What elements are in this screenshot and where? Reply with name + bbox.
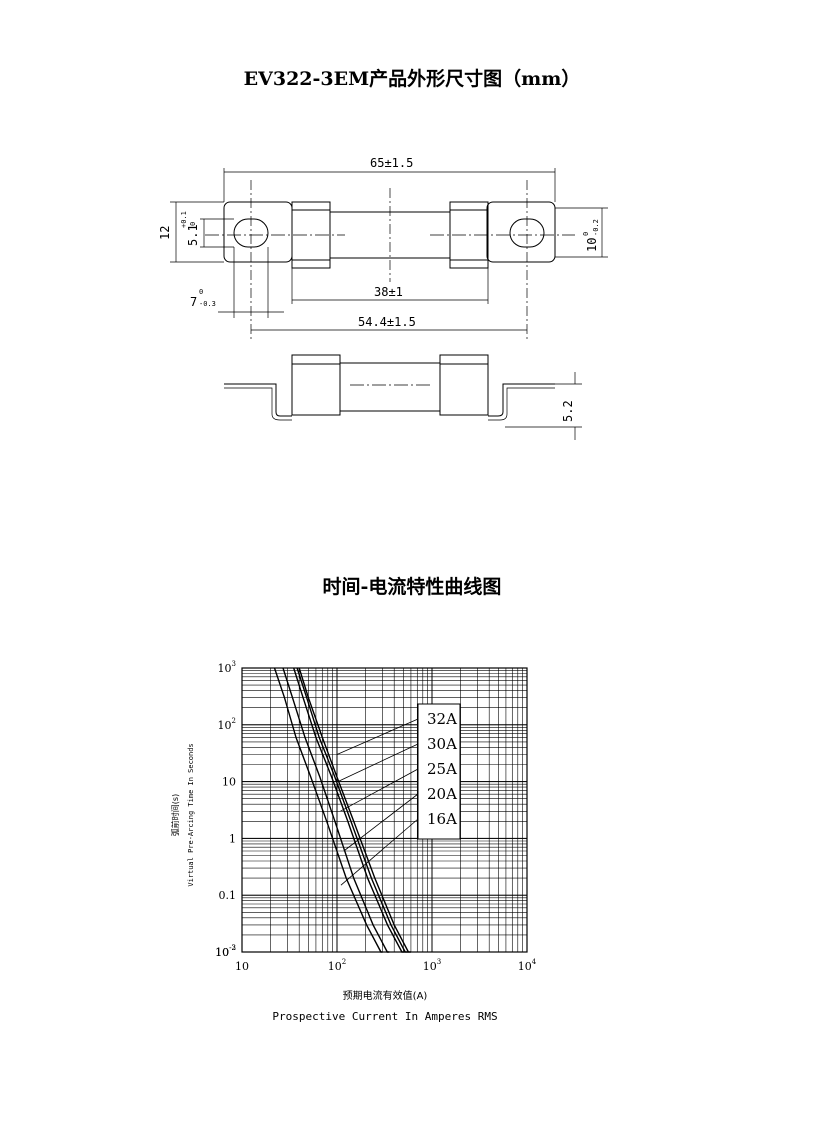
dim-overall: 65±1.5 bbox=[370, 156, 413, 170]
legend-box bbox=[417, 703, 461, 840]
dimension-drawing: 65±1.5 38±1 54.4±1.5 12 5.1 +0.1 0 7 0 -… bbox=[158, 156, 608, 440]
dim-right-tol-bot: -0.2 bbox=[592, 219, 600, 236]
x-tick-label: 104 bbox=[518, 958, 537, 973]
x-tick-exponent: 3 bbox=[437, 958, 441, 966]
chart-legend: 32A 30A 25A 20A 16A bbox=[336, 703, 461, 886]
legend-leader-16A bbox=[340, 818, 419, 886]
y-tick-label: 1 bbox=[229, 832, 236, 845]
x-axis-label-cn: 预期电流有效值(A) bbox=[343, 989, 428, 1002]
legend-leader-30A bbox=[337, 743, 419, 782]
series-25A bbox=[293, 667, 405, 953]
x-tick-exponent: 2 bbox=[342, 958, 346, 966]
dim-right-tol-top: 0 bbox=[582, 232, 590, 236]
y-tick-label: 102 bbox=[218, 717, 236, 732]
y-tick-label: 10-3 bbox=[215, 944, 236, 959]
dim-body: 38±1 bbox=[374, 285, 403, 299]
legend-label-20A: 20A bbox=[427, 785, 457, 803]
y-tick-exponent: -2 bbox=[229, 944, 236, 952]
y-tick-exponent: -3 bbox=[229, 944, 236, 952]
side-view bbox=[224, 354, 582, 440]
x-tick-label: 102 bbox=[328, 958, 346, 973]
dim-pitch: 54.4±1.5 bbox=[358, 315, 416, 329]
series-30A bbox=[296, 667, 408, 953]
dim-tab-tol-top: 0 bbox=[199, 288, 203, 296]
dim-height-left: 12 bbox=[158, 226, 172, 240]
top-view bbox=[170, 168, 608, 340]
dim-right: 10 bbox=[585, 238, 599, 252]
chart-title: 时间-电流特性曲线图 bbox=[322, 576, 502, 598]
x-tick-exponent: 4 bbox=[532, 958, 537, 966]
legend-leader-20A bbox=[343, 793, 419, 852]
legend-leader-25A bbox=[339, 768, 419, 812]
x-axis-label-en: Prospective Current In Amperes RMS bbox=[272, 1010, 497, 1023]
dim-tab: 7 bbox=[190, 295, 197, 309]
y-tick-label: 0.1 bbox=[219, 889, 237, 902]
y-tick-exponent: 3 bbox=[232, 660, 236, 668]
dim-tab-tol-bot: -0.3 bbox=[199, 300, 216, 308]
legend-label-30A: 30A bbox=[427, 735, 457, 753]
legend-label-16A: 16A bbox=[427, 810, 457, 828]
chart-curves bbox=[273, 667, 411, 953]
dim-slot: 5.1 bbox=[186, 224, 200, 246]
drawing-title: EV322-3EM产品外形尺寸图（mm） bbox=[243, 68, 581, 90]
legend-label-32A: 32A bbox=[427, 710, 457, 728]
y-tick-label: 103 bbox=[218, 660, 236, 675]
y-tick-label: 10 bbox=[222, 776, 236, 789]
dim-side-height: 5.2 bbox=[561, 400, 575, 422]
legend-leader-32A bbox=[336, 718, 419, 755]
series-16A bbox=[273, 667, 383, 953]
legend-label-25A: 25A bbox=[427, 760, 457, 778]
x-tick-label: 10 bbox=[235, 960, 249, 973]
y-axis-label-en: Virtual Pre-Arcing Time In Seconds bbox=[187, 743, 195, 886]
dim-slot-tol-bot: 0 bbox=[189, 222, 197, 226]
x-tick-label: 103 bbox=[423, 958, 441, 973]
dim-slot-tol-top: +0.1 bbox=[180, 211, 188, 228]
y-tick-exponent: 2 bbox=[232, 717, 236, 725]
series-32A bbox=[298, 667, 411, 953]
series-20A bbox=[282, 667, 390, 953]
y-axis-label-cn: 弧前时间(s) bbox=[170, 794, 180, 836]
